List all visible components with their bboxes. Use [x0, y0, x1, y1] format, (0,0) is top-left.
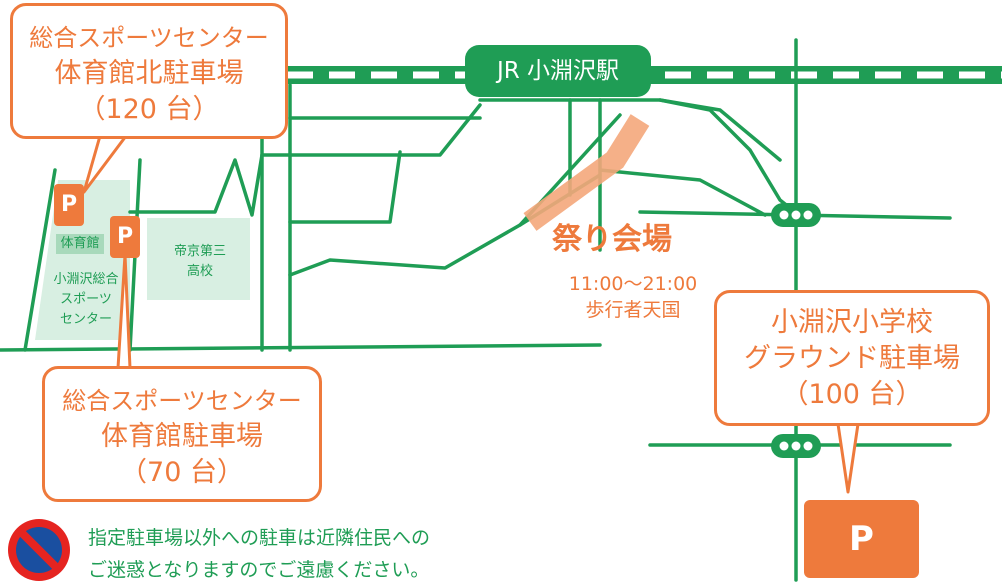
school-area: [147, 218, 250, 300]
parking-gym-line2: 体育館駐車場: [101, 421, 263, 452]
festival-title: 祭り会場: [552, 222, 672, 257]
school-label: 帝京第三 高校: [150, 242, 250, 282]
parking-marker-school: P: [804, 500, 919, 578]
parking-school-line2: グラウンド駐車場: [744, 343, 960, 374]
festival-time: 11:00〜21:00: [568, 273, 698, 295]
traffic-signal-icon: [771, 203, 821, 227]
parking-marker-gym: P: [110, 216, 140, 258]
parking-notice: 指定駐車場以外への駐車は近隣住民への ご迷惑となりますのでご遠慮ください。: [88, 522, 430, 586]
parking-school-line3: （100 台）: [781, 379, 923, 410]
parking-north-line3: （120 台）: [78, 94, 220, 125]
parking-north-callout: 総合スポーツセンター 体育館北駐車場 （120 台）: [10, 3, 288, 139]
parking-gym-callout: 総合スポーツセンター 体育館駐車場 （70 台）: [42, 366, 322, 502]
parking-notice-line2: ご迷惑となりますのでご遠慮ください。: [88, 559, 430, 581]
parking-gym-line3: （70 台）: [120, 457, 244, 488]
sports-center-label: 小淵沢総合 スポーツ センター: [40, 270, 132, 330]
parking-school-callout: 小淵沢小学校 グラウンド駐車場 （100 台）: [714, 290, 990, 426]
gym-label: 体育館: [56, 234, 104, 254]
sports-center-label-line2: スポーツ: [60, 292, 112, 307]
parking-north-line2: 体育館北駐車場: [54, 58, 244, 89]
station-label: JR 小淵沢駅: [465, 45, 651, 97]
parking-notice-line1: 指定駐車場以外への駐車は近隣住民への: [88, 527, 431, 549]
festival-street: [523, 114, 650, 231]
sports-center-label-line1: 小淵沢総合: [53, 272, 119, 287]
parking-north-line1: 総合スポーツセンター: [29, 24, 269, 52]
school-label-line1: 帝京第三: [173, 244, 226, 259]
parking-marker-north: P: [54, 184, 84, 226]
school-label-line2: 高校: [186, 264, 213, 279]
parking-school-line1: 小淵沢小学校: [771, 307, 933, 338]
callout-tail-school: [836, 422, 860, 494]
traffic-signal-icon: [771, 434, 821, 458]
sports-center-label-line3: センター: [59, 312, 112, 327]
parking-gym-line1: 総合スポーツセンター: [62, 387, 302, 415]
no-parking-sign-icon: [8, 519, 70, 581]
festival-note: 歩行者天国: [585, 299, 681, 321]
